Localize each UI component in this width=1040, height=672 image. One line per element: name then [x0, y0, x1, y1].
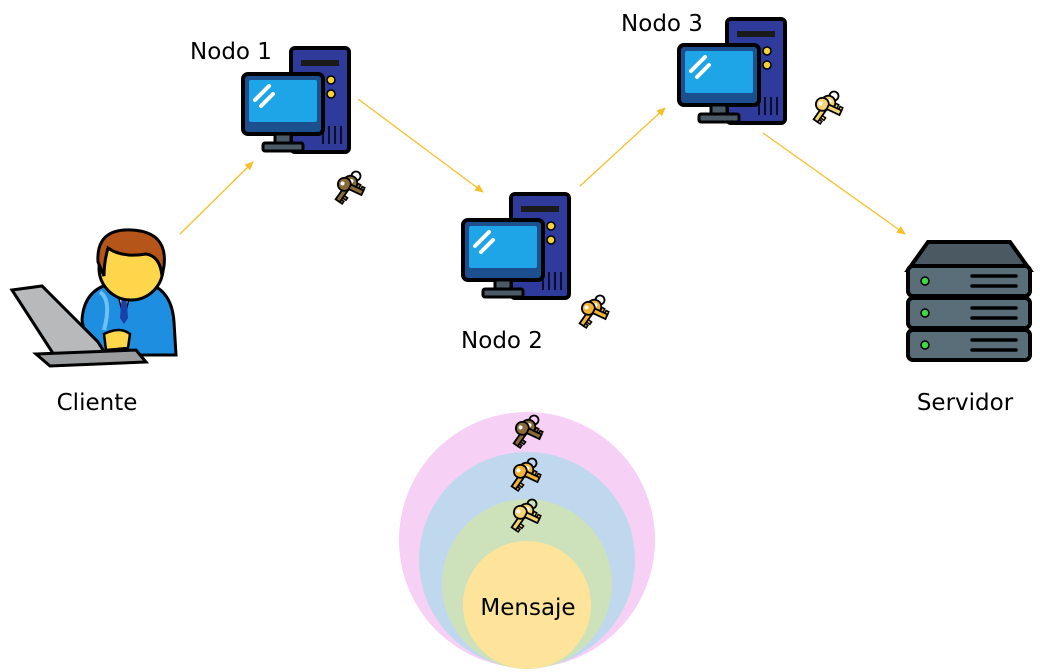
- user-laptop-icon: [9, 228, 178, 368]
- arrow-node3-server: [762, 132, 906, 235]
- node3-label: Nodo 3: [621, 11, 703, 37]
- arrow-node1-node2: [357, 98, 484, 193]
- client-label: Cliente: [57, 390, 138, 416]
- node1-keys-icon: [331, 170, 367, 206]
- arrow-node2-node3: [579, 107, 666, 187]
- message-core: [463, 541, 591, 669]
- node1-label: Nodo 1: [190, 39, 272, 65]
- server-rack-icon: [904, 240, 1034, 362]
- message-label: Mensaje: [480, 595, 575, 621]
- server-label: Servidor: [917, 390, 1014, 416]
- node2-keys-icon: [575, 294, 611, 330]
- node2-label: Nodo 2: [461, 328, 543, 354]
- node3-keys-icon: [809, 90, 845, 126]
- arrow-client-node1: [179, 161, 254, 235]
- node2-computer-icon: [461, 192, 571, 300]
